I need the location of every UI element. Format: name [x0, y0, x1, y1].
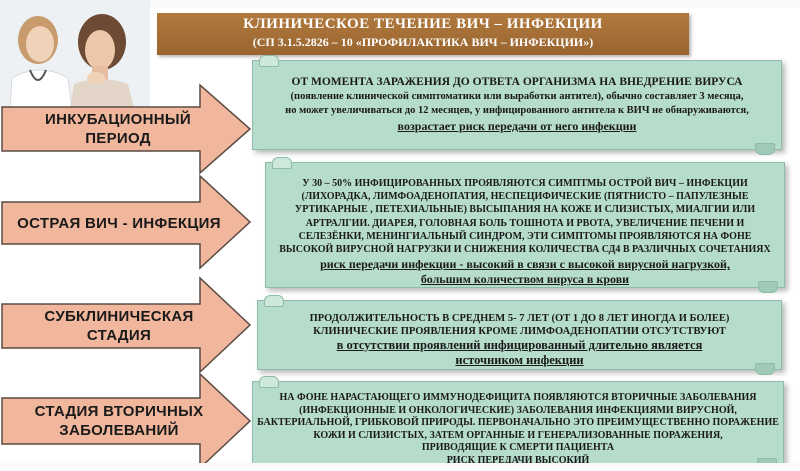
stage-description-subclinical: ПРОДОЛЖИТЕЛЬНОСТЬ В СРЕДНЕМ 5- 7 ЛЕТ (ОТ…: [257, 300, 782, 370]
risk-note: возрастает риск передачи от него инфекци…: [253, 119, 781, 134]
risk-note: риск передачи инфекции - высокий в связи…: [266, 256, 784, 272]
risk-note: источником инфекции: [258, 353, 781, 367]
risk-note: в отсутствии проявлений инфицированный д…: [258, 338, 781, 353]
stage-description-incubation: ОТ МОМЕНТА ЗАРАЖЕНИЯ ДО ОТВЕТА ОРГАНИЗМА…: [252, 60, 782, 150]
page-title: КЛИНИЧЕСКОЕ ТЕЧЕНИЕ ВИЧ – ИНФЕКЦИИ: [157, 13, 689, 34]
stage-arrow-acute: ОСТРАЯ ВИЧ - ИНФЕКЦИЯ: [0, 174, 252, 270]
stage-label: ОСТРАЯ ВИЧ - ИНФЕКЦИЯ: [8, 202, 230, 244]
slide-bottom-border: [0, 463, 800, 471]
risk-note: большим количеством вируса в крови: [266, 272, 784, 286]
page-subtitle: (СП 3.1.5.2826 – 10 «ПРОФИЛАКТИКА ВИЧ – …: [157, 34, 689, 50]
title-banner: КЛИНИЧЕСКОЕ ТЕЧЕНИЕ ВИЧ – ИНФЕКЦИИ (СП 3…: [157, 13, 689, 55]
stage-description-acute: У 30 – 50% ИНФИЦИРОВАННЫХ ПРОЯВЛЯЮТСЯ СИ…: [265, 162, 785, 288]
stage-description-secondary: НА ФОНЕ НАРАСТАЮЩЕГО ИММУНОДЕФИЦИТА ПОЯВ…: [252, 381, 784, 465]
